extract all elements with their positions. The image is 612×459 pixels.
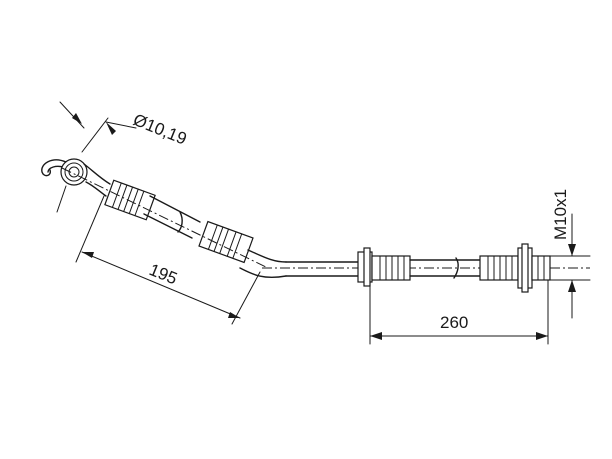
right-hose-section: [357, 243, 551, 293]
diameter-label: Ø10,19: [131, 110, 190, 149]
length-195-label: 195: [147, 260, 180, 288]
length-dimension-195: 195: [75, 195, 261, 325]
thread-label: M10x1: [551, 189, 570, 240]
length-dimension-260: 260: [369, 279, 549, 345]
banjo-fitting: [41, 158, 111, 197]
length-260-label: 260: [440, 313, 468, 332]
thread-dimension: M10x1: [549, 189, 591, 319]
left-hose-section: [61, 167, 287, 278]
